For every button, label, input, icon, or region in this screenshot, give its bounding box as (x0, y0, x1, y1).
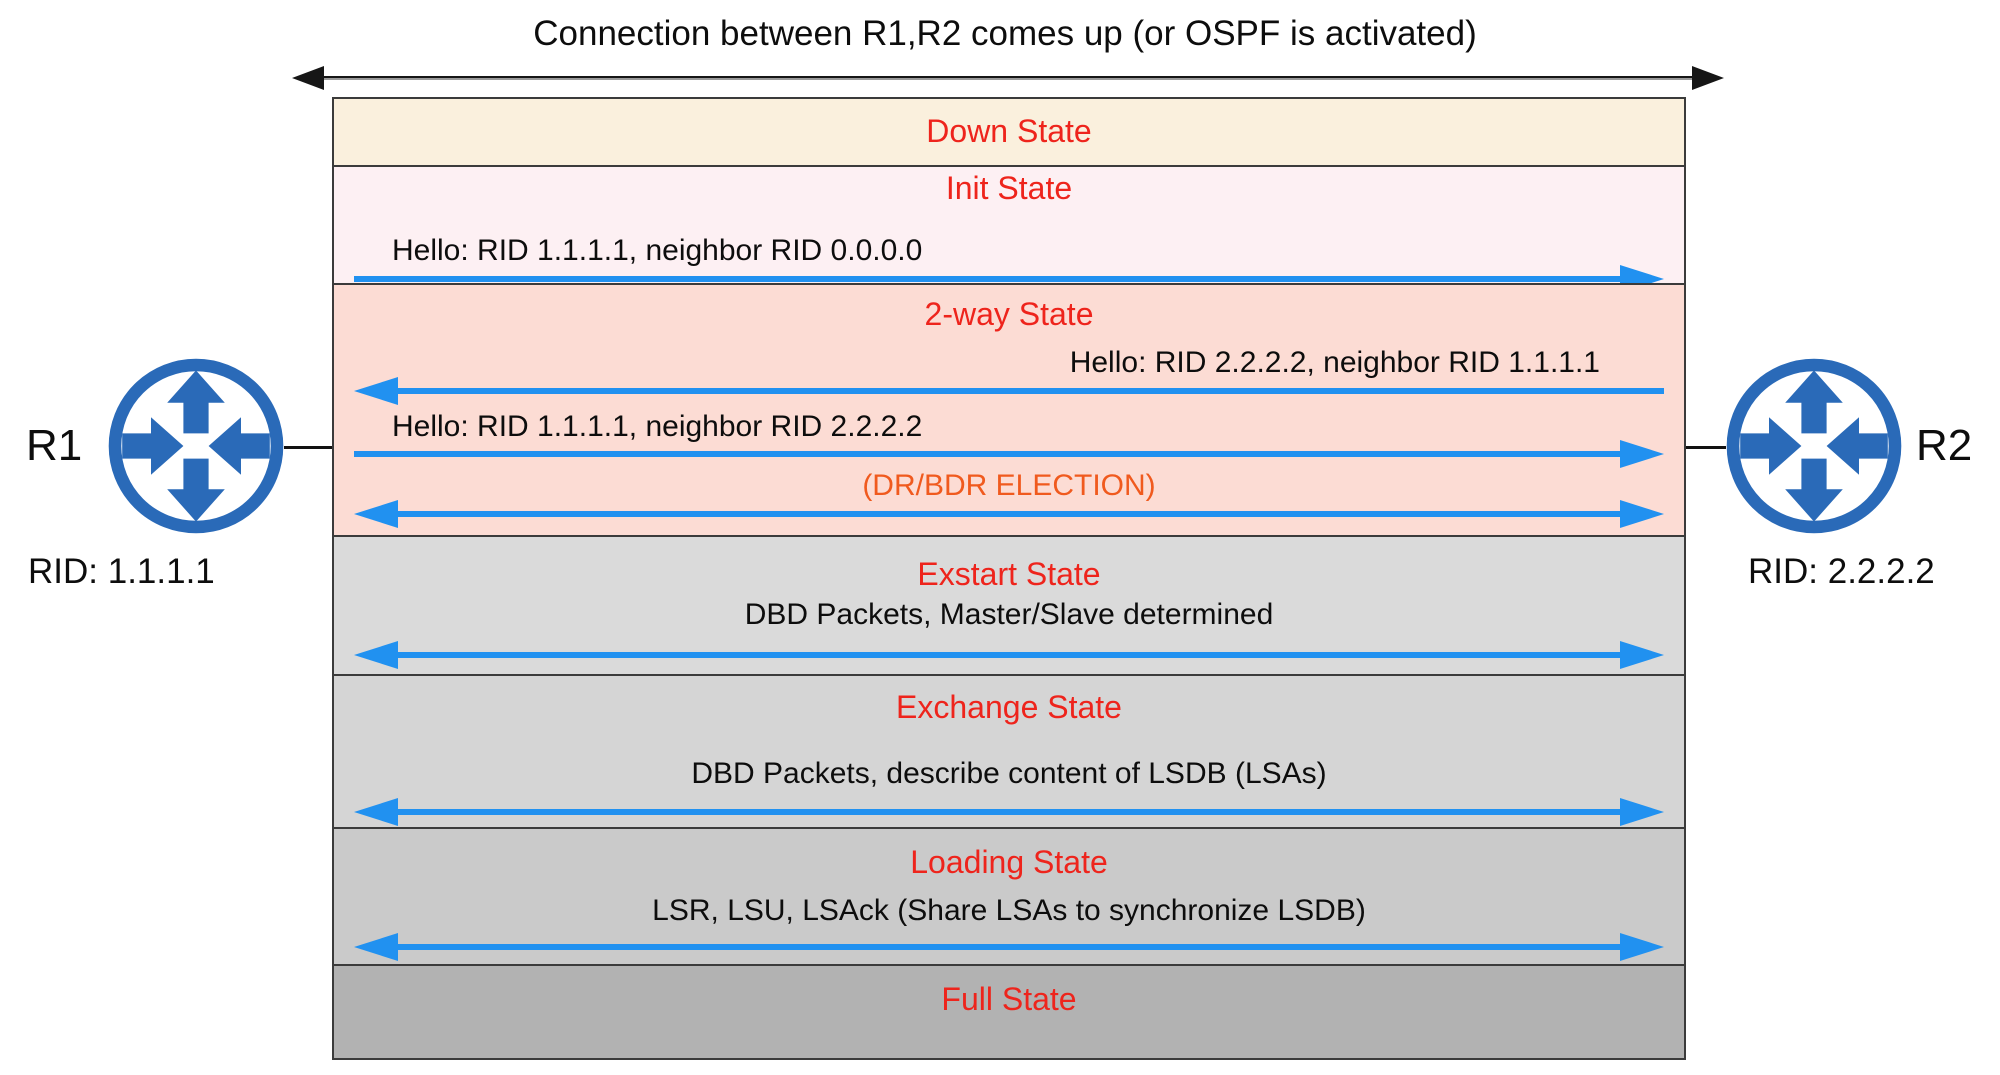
arrowhead-left-icon (354, 932, 398, 961)
r2-link-line (1686, 446, 1726, 449)
arrow-line (398, 387, 1664, 394)
arrow-line (354, 451, 1620, 458)
arrow-line (398, 808, 1620, 815)
state-title: Exchange State (896, 689, 1122, 725)
timeline-line (324, 76, 1692, 80)
arrowhead-right-icon (1620, 797, 1664, 826)
message-arrow-both (354, 932, 1664, 961)
state-band-2way: 2-way State Hello: RID 2.2.2.2, neighbor… (334, 283, 1684, 535)
state-band-exchange: Exchange State DBD Packets, describe con… (334, 674, 1684, 827)
message-arrow-both (354, 640, 1664, 669)
state-title: Init State (945, 170, 1073, 206)
r1-link-line (284, 446, 332, 449)
state-title: Loading State (910, 844, 1108, 880)
arrow-line (398, 651, 1620, 658)
router-r1-rid: RID: 1.1.1.1 (28, 552, 215, 591)
message-text: DBD Packets, describe content of LSDB (L… (691, 756, 1327, 790)
message-text: LSR, LSU, LSAck (Share LSAs to synchroni… (652, 893, 1366, 927)
message-text: Hello: RID 1.1.1.1, neighbor RID 0.0.0.0 (392, 233, 923, 267)
message-arrow-right (354, 264, 1664, 283)
router-r1-label: R1 (26, 421, 83, 470)
message-arrow-right (354, 440, 1664, 469)
arrowhead-right-icon (1620, 440, 1664, 469)
state-band-full: Full State (334, 964, 1684, 1058)
message-arrow-left (354, 376, 1664, 405)
message-arrow-both (354, 797, 1664, 826)
state-band-down: Down State (334, 99, 1684, 165)
arrowhead-left-icon (354, 500, 398, 529)
page-title: Connection between R1,R2 comes up (or OS… (533, 14, 1477, 53)
state-band-loading: Loading State LSR, LSU, LSAck (Share LSA… (334, 827, 1684, 964)
right-arrowhead-icon (1692, 66, 1724, 90)
state-title: Exstart State (917, 556, 1101, 592)
arrowhead-right-icon (1620, 640, 1664, 669)
message-arrow-both (354, 500, 1664, 529)
arrow-line (398, 511, 1620, 518)
arrowhead-left-icon (354, 376, 398, 405)
state-title: 2-way State (924, 296, 1094, 332)
router-r2-rid: RID: 2.2.2.2 (1748, 552, 1935, 591)
router-r2-label: R2 (1916, 421, 1973, 470)
state-band-exstart: Exstart State DBD Packets, Master/Slave … (334, 535, 1684, 674)
arrowhead-left-icon (354, 640, 398, 669)
state-title: Full State (941, 981, 1077, 1017)
arrowhead-right-icon (1620, 500, 1664, 529)
message-text: Hello: RID 1.1.1.1, neighbor RID 2.2.2.2 (392, 409, 923, 443)
state-diagram: Down State Init State Hello: RID 1.1.1.1… (332, 97, 1686, 1060)
left-arrowhead-icon (292, 66, 324, 90)
arrow-line (398, 943, 1620, 950)
arrowhead-right-icon (1620, 932, 1664, 961)
arrowhead-right-icon (1620, 264, 1664, 283)
router-r2-icon (1726, 358, 1902, 534)
state-title: Down State (926, 113, 1092, 150)
state-band-init: Init State Hello: RID 1.1.1.1, neighbor … (334, 165, 1684, 283)
arrowhead-left-icon (354, 797, 398, 826)
router-r1-icon (108, 358, 284, 534)
message-text: Hello: RID 2.2.2.2, neighbor RID 1.1.1.1 (1069, 345, 1600, 379)
election-text: (DR/BDR ELECTION) (862, 469, 1156, 503)
arrow-line (354, 275, 1620, 282)
message-text: DBD Packets, Master/Slave determined (744, 597, 1274, 631)
timeline-arrow (292, 64, 1724, 92)
